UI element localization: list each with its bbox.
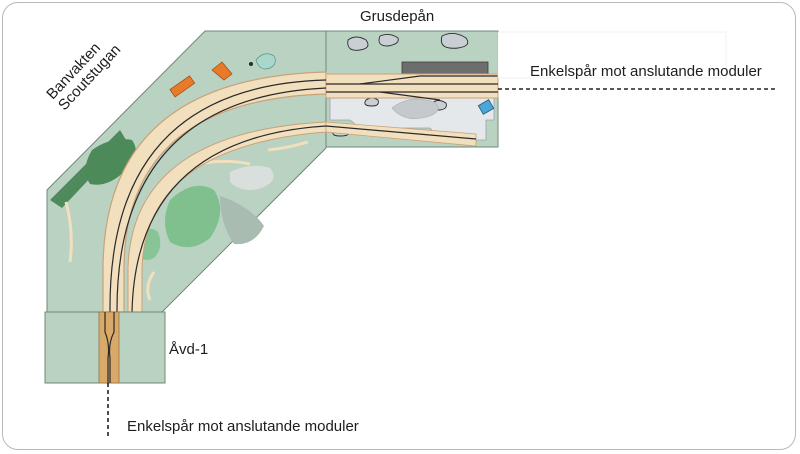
depot-extension — [497, 31, 727, 79]
sand-paths — [64, 140, 309, 301]
depot-siding-roadbed — [325, 121, 477, 147]
slope-grey — [220, 196, 264, 245]
rock-grey — [230, 165, 274, 190]
forest-patch — [85, 139, 136, 185]
marker-dot — [249, 62, 253, 66]
label-gravel-depot: Grusdepån — [360, 8, 435, 25]
label-single-track-right: Enkelspår mot anslutande moduler — [530, 63, 762, 80]
blue-hut — [477, 99, 495, 115]
depot-shed — [401, 61, 489, 76]
label-single-track-bottom: Enkelspår mot anslutande moduler — [127, 418, 359, 435]
rails — [109, 75, 498, 313]
gravel-heap — [391, 98, 439, 119]
station-rails — [104, 312, 115, 383]
teal-structure — [255, 53, 276, 70]
building-banvakten — [169, 75, 196, 98]
depot-roadbed — [325, 73, 499, 99]
hill-large — [165, 185, 221, 248]
label-station: Åvd-1 — [169, 341, 209, 358]
building-scoutstugan — [211, 61, 233, 81]
